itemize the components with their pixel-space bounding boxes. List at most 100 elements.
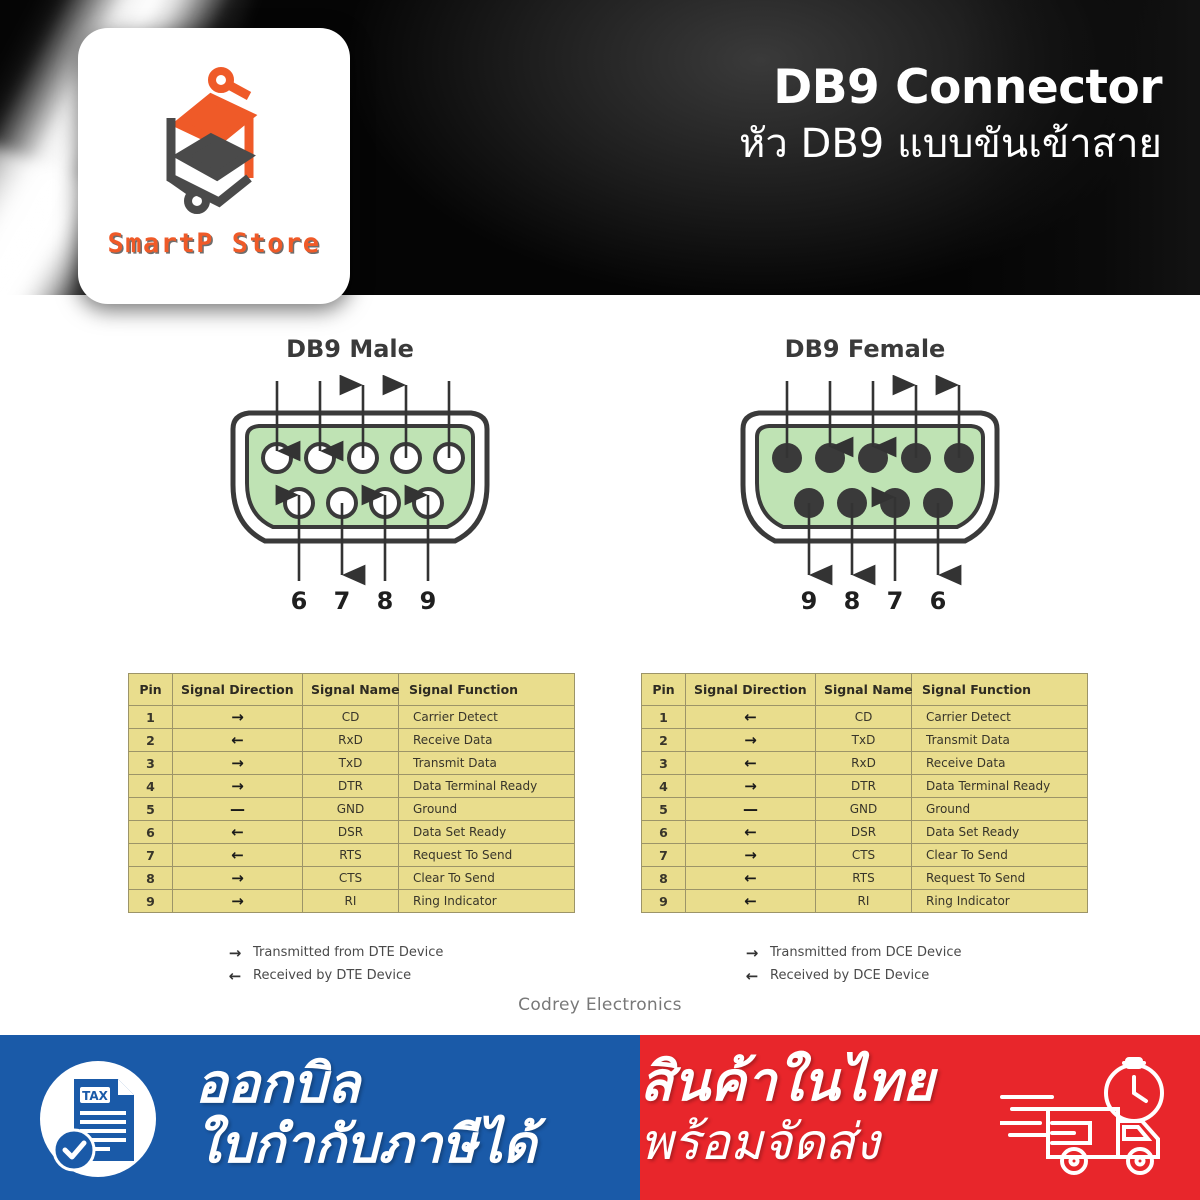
col-header-function: Signal Function (911, 673, 1088, 706)
cell-pin: 9 (128, 889, 173, 913)
cell-pin: 4 (641, 774, 686, 798)
cell-signal-function: Clear To Send (398, 866, 575, 890)
promo-banner-red-panel (530, 1035, 1200, 1200)
brand-logo-text: SmartP Store (107, 228, 321, 259)
signal-direction-right-icon: → (231, 891, 244, 910)
cell-signal-function: Data Set Ready (398, 820, 575, 844)
cell-direction: — (172, 797, 303, 821)
brand-logo-card: SmartP Store (78, 28, 350, 304)
legend-arrow-left-icon: ← (228, 966, 242, 985)
female-connector-title: DB9 Female (784, 335, 946, 363)
cell-signal-function: Ground (911, 797, 1088, 821)
header-right-shade (960, 0, 1200, 295)
cell-signal-function: Ring Indicator (398, 889, 575, 913)
delivery-truck-icon (998, 1057, 1180, 1187)
signal-direction-left-icon: ← (744, 822, 757, 841)
female-pin-label-4: 4 (822, 375, 839, 379)
cell-direction: ← (685, 705, 816, 729)
cell-signal-name: RTS (815, 866, 912, 890)
male-pin-label-9: 9 (420, 587, 437, 615)
cell-pin: 6 (641, 820, 686, 844)
cell-direction: → (172, 866, 303, 890)
cell-direction: → (685, 843, 816, 867)
signal-direction-right-icon: → (744, 730, 757, 749)
female-pin-label-2: 2 (908, 375, 925, 379)
legend-label: Received by DCE Device (770, 968, 930, 983)
signal-direction-right-icon: → (744, 845, 757, 864)
legend-label: Received by DTE Device (253, 968, 412, 983)
cell-signal-name: CTS (815, 843, 912, 867)
cell-signal-name: DTR (815, 774, 912, 798)
signal-direction-left-icon: ← (231, 845, 244, 864)
cell-signal-name: CTS (302, 866, 399, 890)
cell-pin: 2 (128, 728, 173, 752)
cell-signal-name: RTS (302, 843, 399, 867)
male-pin-label-3: 3 (355, 375, 372, 379)
promo-left-text: ออกบิล ใบกำกับภาษีได้ (195, 1057, 536, 1172)
cell-signal-name: CD (302, 705, 399, 729)
promo-right-text: สินค้าในไทย พร้อมจัดส่ง (640, 1055, 934, 1168)
signal-direction-right-icon: → (744, 776, 757, 795)
legend-label: Transmitted from DCE Device (770, 945, 962, 960)
male-pin-label-4: 4 (398, 375, 415, 379)
cell-signal-function: Data Set Ready (911, 820, 1088, 844)
cell-signal-function: Clear To Send (911, 843, 1088, 867)
cell-signal-name: GND (815, 797, 912, 821)
female-pin-label-8: 8 (844, 587, 861, 615)
table-header-row: Pin Signal Direction Signal Name Signal … (641, 673, 1088, 706)
cell-signal-function: Carrier Detect (398, 705, 575, 729)
cell-signal-name: TxD (815, 728, 912, 752)
cell-pin: 3 (641, 751, 686, 775)
female-legend: →Transmitted from DCE Device←Received by… (742, 941, 962, 987)
cell-direction: ← (172, 728, 303, 752)
cell-pin: 8 (641, 866, 686, 890)
male-pin-label-8: 8 (377, 587, 394, 615)
cell-direction: → (172, 705, 303, 729)
legend-label: Transmitted from DTE Device (253, 945, 444, 960)
col-header-name: Signal Name (302, 673, 400, 706)
cell-pin: 1 (641, 705, 686, 729)
signal-direction-left-icon: ← (744, 753, 757, 772)
male-pin-label-5: 5 (441, 375, 458, 379)
cell-signal-function: Receive Data (911, 751, 1088, 775)
legend-row: ← Received by DTE Device (225, 964, 443, 987)
page-title-english: DB9 Connector (773, 60, 1162, 115)
cell-direction: → (172, 889, 303, 913)
cell-direction: → (685, 728, 816, 752)
cell-signal-name: CD (815, 705, 912, 729)
female-pin-label-5: 5 (779, 375, 796, 379)
col-header-pin: Pin (641, 673, 686, 706)
cell-signal-name: RI (302, 889, 399, 913)
cell-signal-name: DTR (302, 774, 399, 798)
cell-signal-function: Carrier Detect (911, 705, 1088, 729)
promo-banner: TAX ออกบิล ใบกำกับภาษีได้ สินค้าในไทย พร… (0, 1035, 1200, 1200)
signal-direction-right-icon: → (231, 868, 244, 887)
smartp-cart-logo-icon (119, 56, 309, 231)
cell-signal-function: Request To Send (911, 866, 1088, 890)
diagram-credit: Codrey Electronics (518, 995, 682, 1015)
page-title-thai: หัว DB9 แบบขันเข้าสาย (739, 120, 1162, 167)
svg-text:TAX: TAX (82, 1089, 109, 1103)
signal-direction-left-icon: ← (231, 730, 244, 749)
cell-direction: ← (685, 866, 816, 890)
cell-signal-function: Receive Data (398, 728, 575, 752)
signal-direction-right-icon: → (231, 753, 244, 772)
col-header-pin: Pin (128, 673, 173, 706)
cell-direction: → (172, 774, 303, 798)
tax-invoice-icon: TAX (30, 1057, 170, 1187)
cell-direction: → (685, 774, 816, 798)
cell-signal-function: Data Terminal Ready (398, 774, 575, 798)
legend-arrow-right-icon: → (228, 943, 242, 962)
